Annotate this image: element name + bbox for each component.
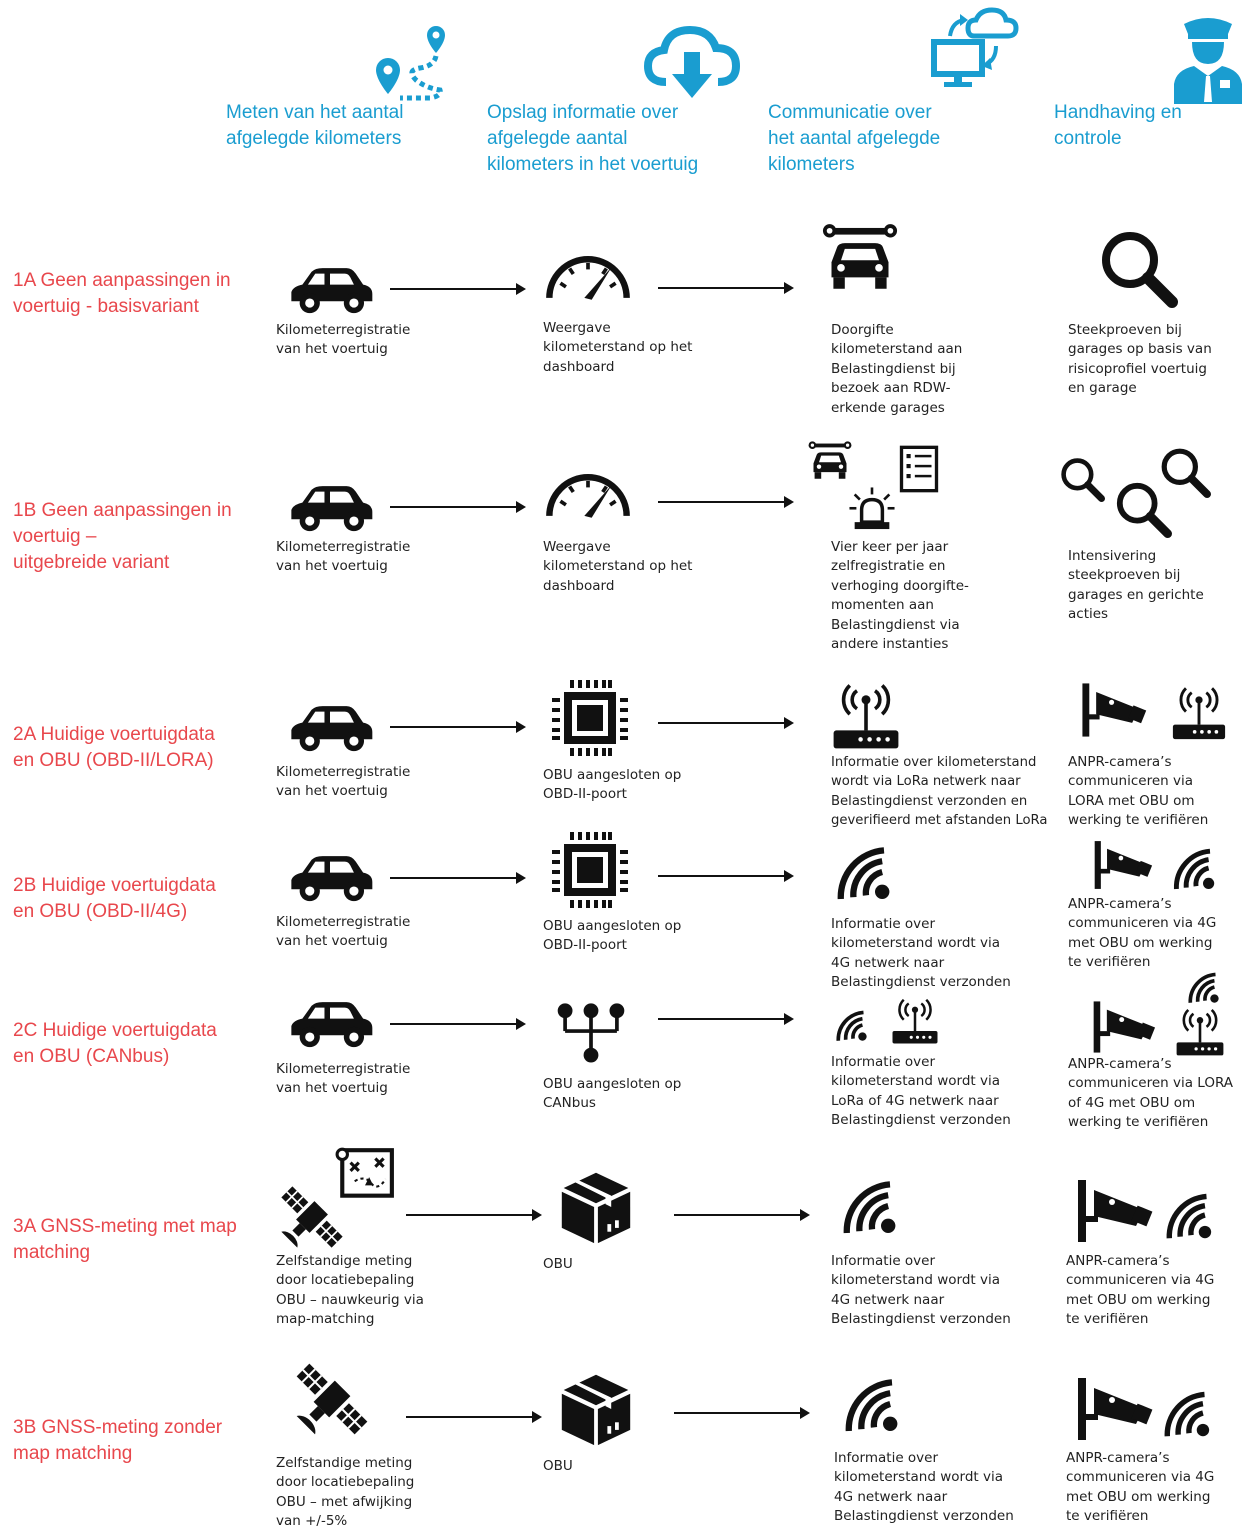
magnifier-icon: [1058, 456, 1106, 502]
wireless-signal-icon: [1158, 1382, 1220, 1444]
row-label-2c: 2C Huidige voertuigdata en OBU (CANbus): [13, 1020, 217, 1067]
caption-measure-2a: Kilometerregistratie van het voertuig: [276, 764, 411, 800]
flow-arrow: [406, 1209, 542, 1221]
header-storage-label: Opslag informatie over afgelegde aantal …: [487, 102, 699, 175]
caption-storage-3b: OBU: [543, 1458, 573, 1474]
wireless-signal-icon: [832, 1004, 874, 1046]
anpr-camera-icon: [1076, 1374, 1156, 1444]
anpr-camera-icon: [1092, 838, 1156, 892]
car-icon: [284, 702, 376, 758]
caption-measure-1b: Kilometerregistratie van het voertuig: [276, 539, 411, 575]
caption-enforcement-1b: Intensivering steekproeven bij garages e…: [1068, 548, 1204, 623]
speedometer-icon: [542, 246, 634, 302]
wireless-signal-icon: [1168, 840, 1224, 896]
flow-arrow: [658, 282, 794, 294]
canbus-network-icon: [554, 998, 628, 1066]
wireless-signal-icon: [830, 836, 902, 908]
checklist-icon: [898, 444, 940, 494]
caption-measure-3a: Zelfstandige meting door locatiebepaling…: [276, 1253, 424, 1328]
caption-measure-1a: Kilometerregistratie van het voertuig: [276, 322, 411, 358]
anpr-camera-icon: [1092, 998, 1158, 1056]
row-label-1a: 1A Geen aanpassingen in voertuig - basis…: [13, 270, 231, 317]
router-icon: [1170, 684, 1228, 742]
garage-car-wrench-icon: [808, 440, 852, 490]
lora-router-icon: [830, 680, 902, 752]
caption-enforcement-3a: ANPR-camera’s communiceren via 4G met OB…: [1066, 1253, 1215, 1328]
wireless-signal-icon: [1160, 1184, 1222, 1246]
caption-storage-3a: OBU: [543, 1256, 573, 1272]
caption-measure-3b: Zelfstandige meting door locatiebepaling…: [276, 1455, 415, 1530]
caption-enforcement-3b: ANPR-camera’s communiceren via 4G met OB…: [1066, 1450, 1215, 1525]
header-enforcement: Handhaving en controle: [1054, 100, 1244, 152]
row-label-2a: 2A Huidige voertuigdata en OBU (OBD-II/L…: [13, 724, 215, 771]
flow-arrow: [658, 870, 794, 882]
box-icon: [558, 1368, 634, 1450]
caption-enforcement-2b: ANPR-camera’s communiceren via 4G met OB…: [1068, 896, 1217, 971]
police-officer-icon: [1174, 18, 1242, 104]
satellite-icon: [286, 1354, 378, 1444]
caption-communication-1b: Vier keer per jaar zelfregistratie en ve…: [831, 539, 969, 653]
anpr-camera-icon: [1080, 680, 1150, 740]
caption-storage-2a: OBU aangesloten op OBD-II-poort: [543, 767, 682, 803]
chip-icon: [550, 830, 630, 910]
header-communication-label: Communicatie over het aantal afgelegde k…: [768, 102, 941, 175]
caption-communication-2b: Informatie over kilometerstand wordt via…: [831, 916, 1011, 991]
flow-arrow: [658, 1013, 794, 1025]
wireless-signal-icon: [1184, 966, 1226, 1008]
car-icon: [284, 482, 376, 538]
caption-enforcement-1a: Steekproeven bij garages op basis van ri…: [1068, 322, 1212, 397]
flow-arrow: [390, 283, 526, 295]
router-icon: [1174, 1006, 1226, 1058]
flow-arrow: [390, 872, 526, 884]
header-measure-label: Meten van het aantal afgelegde kilometer…: [226, 102, 404, 149]
caption-communication-1a: Doorgifte kilometerstand aan Belastingdi…: [831, 322, 963, 416]
header-measure: Meten van het aantal afgelegde kilometer…: [226, 100, 466, 152]
caption-communication-3a: Informatie over kilometerstand wordt via…: [831, 1253, 1011, 1328]
row-label-3a: 3A GNSS-meting met map matching: [13, 1216, 237, 1263]
computer-cloud-sync-icon: [931, 7, 1019, 87]
car-icon: [284, 264, 376, 320]
row-label-2b: 2B Huidige voertuigdata en OBU (OBD-II/4…: [13, 875, 216, 922]
magnifier-icon: [1096, 228, 1180, 308]
garage-car-wrench-icon: [822, 222, 898, 308]
caption-enforcement-2a: ANPR-camera’s communiceren via LORA met …: [1068, 754, 1209, 829]
route-pin-icon: [376, 26, 445, 101]
map-icon: [334, 1144, 396, 1206]
caption-measure-2c: Kilometerregistratie van het voertuig: [276, 1061, 411, 1097]
anpr-camera-icon: [1076, 1176, 1156, 1246]
caption-communication-2a: Informatie over kilometerstand wordt via…: [831, 755, 1048, 829]
caption-storage-1a: Weergave kilometerstand op het dashboard: [543, 320, 693, 375]
siren-icon: [846, 484, 898, 536]
speedometer-icon: [542, 464, 634, 520]
router-icon: [890, 996, 940, 1046]
wireless-signal-icon: [834, 1170, 910, 1242]
car-icon: [284, 998, 376, 1054]
flow-arrow: [390, 1018, 526, 1030]
header-enforcement-label: Handhaving en controle: [1054, 102, 1182, 149]
caption-communication-3b: Informatie over kilometerstand wordt via…: [834, 1450, 1014, 1525]
car-icon: [284, 852, 376, 908]
caption-communication-2c: Informatie over kilometerstand wordt via…: [831, 1054, 1011, 1129]
caption-storage-2c: OBU aangesloten op CANbus: [543, 1076, 682, 1112]
row-label-1b: 1B Geen aanpassingen in voertuig – uitge…: [13, 500, 232, 573]
wireless-signal-icon: [836, 1368, 912, 1440]
caption-storage-1b: Weergave kilometerstand op het dashboard: [543, 539, 693, 594]
caption-enforcement-2c: ANPR-camera’s communiceren via LORA of 4…: [1068, 1056, 1234, 1131]
flow-arrow: [674, 1209, 810, 1221]
flow-arrow: [658, 717, 794, 729]
flow-arrow: [658, 496, 794, 508]
flow-arrow: [674, 1407, 810, 1419]
flow-arrow: [406, 1411, 542, 1423]
row-label-3b: 3B GNSS-meting zonder map matching: [13, 1417, 223, 1464]
caption-measure-2b: Kilometerregistratie van het voertuig: [276, 914, 411, 950]
magnifier-icon: [1158, 446, 1212, 498]
cloud-download-icon: [644, 25, 740, 98]
chip-icon: [550, 678, 630, 758]
flow-arrow: [390, 501, 526, 513]
header-storage: Opslag informatie over afgelegde aantal …: [487, 100, 747, 178]
caption-storage-2b: OBU aangesloten op OBD-II-poort: [543, 918, 682, 954]
header-communication: Communicatie over het aantal afgelegde k…: [768, 100, 1008, 178]
box-icon: [558, 1166, 634, 1248]
flow-arrow: [390, 721, 526, 733]
